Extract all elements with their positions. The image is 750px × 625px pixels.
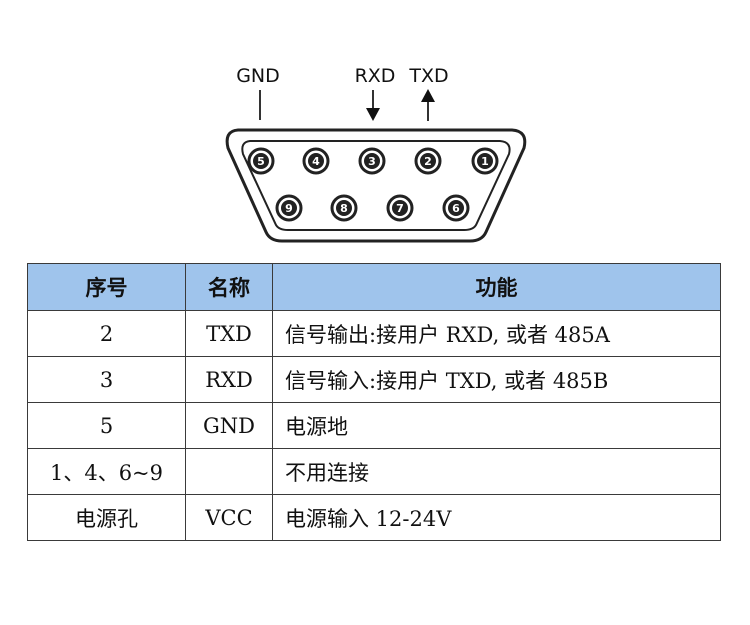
pin-3: 3 [358, 147, 386, 175]
pin-5: 5 [247, 147, 275, 175]
cell-function: 电源输入 12-24V [272, 494, 721, 541]
pin-8: 8 [330, 194, 358, 222]
rxd-arrow-down-icon [366, 108, 380, 121]
cell-function: 信号输入:接用户 TXD, 或者 485B [272, 356, 721, 403]
txd-arrow-up-icon [421, 89, 435, 102]
pin-9: 9 [275, 194, 303, 222]
connector-outer-shell [225, 128, 527, 243]
db9-connector-diagram: GND RXD TXD 5 4 3 2 1 9 8 7 [225, 65, 527, 243]
pin-7: 7 [386, 194, 414, 222]
cell-name: TXD [185, 310, 273, 357]
pin-6-number: 6 [452, 202, 460, 215]
cell-seq: 2 [27, 310, 186, 357]
cell-seq: 5 [27, 402, 186, 449]
cell-name: GND [185, 402, 273, 449]
pin-7-number: 7 [396, 202, 404, 215]
pin-5-number: 5 [257, 155, 265, 168]
cell-seq: 1、4、6~9 [27, 448, 186, 495]
table-row: 1、4、6~9 不用连接 [27, 448, 721, 495]
pin-1: 1 [471, 147, 499, 175]
pin-2: 2 [414, 147, 442, 175]
cell-seq: 电源孔 [27, 494, 186, 541]
pin-4-number: 4 [312, 155, 320, 168]
pin-definition-table: 序号 名称 功能 2 TXD 信号输出:接用户 RXD, 或者 485A 3 R… [27, 263, 721, 541]
pin-8-number: 8 [340, 202, 348, 215]
table-row: 5 GND 电源地 [27, 402, 721, 449]
pin-3-number: 3 [368, 155, 376, 168]
pin-9-number: 9 [285, 202, 293, 215]
header-seq: 序号 [27, 263, 186, 311]
cell-name [185, 448, 273, 495]
txd-label: TXD [408, 65, 448, 87]
pin-4: 4 [302, 147, 330, 175]
table-row: 电源孔 VCC 电源输入 12-24V [27, 494, 721, 541]
table-row: 2 TXD 信号输出:接用户 RXD, 或者 485A [27, 310, 721, 357]
rxd-label: RXD [355, 65, 396, 87]
table-header-row: 序号 名称 功能 [27, 263, 721, 311]
cell-seq: 3 [27, 356, 186, 403]
cell-function: 信号输出:接用户 RXD, 或者 485A [272, 310, 721, 357]
pin-2-number: 2 [424, 155, 432, 168]
cell-function: 电源地 [272, 402, 721, 449]
connector-inner-shell [241, 140, 511, 231]
gnd-label: GND [236, 65, 280, 87]
header-function: 功能 [272, 263, 721, 311]
cell-function: 不用连接 [272, 448, 721, 495]
cell-name: VCC [185, 494, 273, 541]
header-name: 名称 [185, 263, 273, 311]
cell-name: RXD [185, 356, 273, 403]
pin-1-number: 1 [481, 155, 489, 168]
table-row: 3 RXD 信号输入:接用户 TXD, 或者 485B [27, 356, 721, 403]
pin-6: 6 [442, 194, 470, 222]
